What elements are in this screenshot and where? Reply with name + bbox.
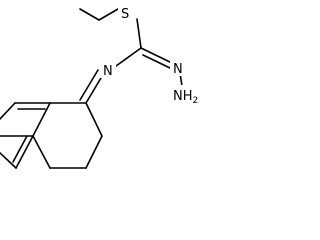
hydrazone-nitrogen-label: N [173, 62, 183, 77]
bond-benzene-inner-2 [12, 135, 28, 163]
atom-label-layer: S N N NH2 [100, 3, 200, 106]
bond-carbon-hydrazone-n-1 [140, 47, 173, 64]
bond-carbon-imine-n [115, 47, 142, 67]
bond-benzene-6 [0, 151, 17, 169]
bond-methyl-sulfur [98, 8, 119, 21]
amino-subscript: 2 [193, 96, 199, 106]
bond-carbon-hydrazone-n-2 [142, 54, 171, 69]
bond-benzene-4 [0, 102, 16, 121]
amino-group-label: NH2 [173, 89, 198, 106]
molecule-structure: S N N NH2 [0, 3, 200, 169]
bond-methyl-left [79, 8, 100, 21]
bond-benzene-1 [32, 102, 51, 137]
bond-imine-double-2 [79, 69, 99, 101]
amino-group-text: NH [173, 89, 193, 104]
bond-ring-c1-c2 [85, 102, 103, 137]
bond-layer [0, 8, 183, 169]
bond-benzene-5 [15, 135, 34, 169]
bond-ring-c4-c4a [32, 135, 51, 169]
sulfur-atom-label: S [121, 7, 129, 22]
imine-nitrogen-label: N [103, 64, 113, 79]
bond-sulfur-carbon [136, 18, 142, 49]
bond-ring-c2-c3 [85, 135, 103, 169]
